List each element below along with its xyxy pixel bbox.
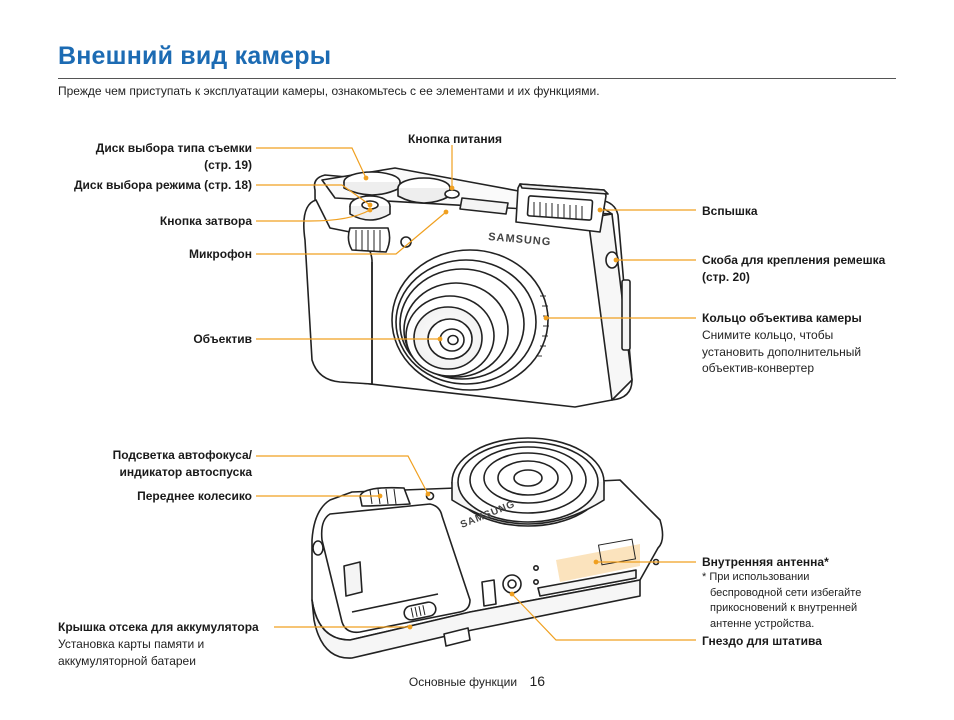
page-title: Внешний вид камеры	[58, 42, 332, 70]
bottom-callout-lines	[256, 455, 696, 641]
label-power-button: Кнопка питания	[408, 132, 502, 146]
front-callout-dots	[363, 175, 619, 342]
label-lens: Объектив	[193, 332, 252, 346]
footer-section: Основные функции	[408, 675, 518, 689]
label-tripod-socket: Гнездо для штатива	[702, 634, 822, 648]
lens-ring-note-line: установить дополнительный	[702, 344, 862, 359]
lens-ring-note-line: объектив-конвертер	[702, 361, 814, 375]
front-camera-drawing	[303, 167, 633, 408]
battery-cover-note: Установка карты памяти и аккумуляторной …	[58, 637, 205, 668]
label-strap-eyelet: Скоба для крепления ремешка (стр. 20)	[702, 253, 886, 284]
label-antenna: Внутренняя антенна*	[702, 555, 829, 569]
label-battery-cover: Крышка отсека для аккумулятора	[58, 620, 259, 634]
label-lens-ring: Кольцо объектива камеры	[702, 311, 862, 325]
page-footer: Основные функции 16	[0, 673, 954, 691]
label-microphone: Микрофон	[189, 247, 252, 261]
label-front-wheel: Переднее колесико	[137, 489, 252, 503]
bottom-callout-dots	[377, 491, 599, 630]
label-mode-dial: Диск выбора режима (стр. 18)	[74, 178, 252, 192]
bottom-camera-drawing	[311, 437, 664, 659]
label-af-lamp: Подсветка автофокуса/ индикатор автоспус…	[112, 448, 252, 479]
lens-ring-note-line: Снимите кольцо, чтобы	[702, 328, 834, 342]
title-divider	[58, 78, 896, 79]
label-flash: Вспышка	[702, 204, 758, 218]
antenna-note: * При использовании беспроводной сети из…	[702, 571, 862, 630]
intro-text: Прежде чем приступать к эксплуатации кам…	[58, 84, 600, 98]
front-brand-logo: SAMSUNG	[488, 231, 552, 248]
page-number: 16	[529, 673, 546, 689]
label-shooting-type-dial: Диск выбора типа съемки (стр. 19)	[95, 141, 252, 172]
front-callout-lines	[256, 145, 696, 340]
label-shutter-button: Кнопка затвора	[159, 214, 252, 228]
lens-ring-note: Снимите кольцо, чтобы установить дополнит…	[702, 327, 861, 377]
